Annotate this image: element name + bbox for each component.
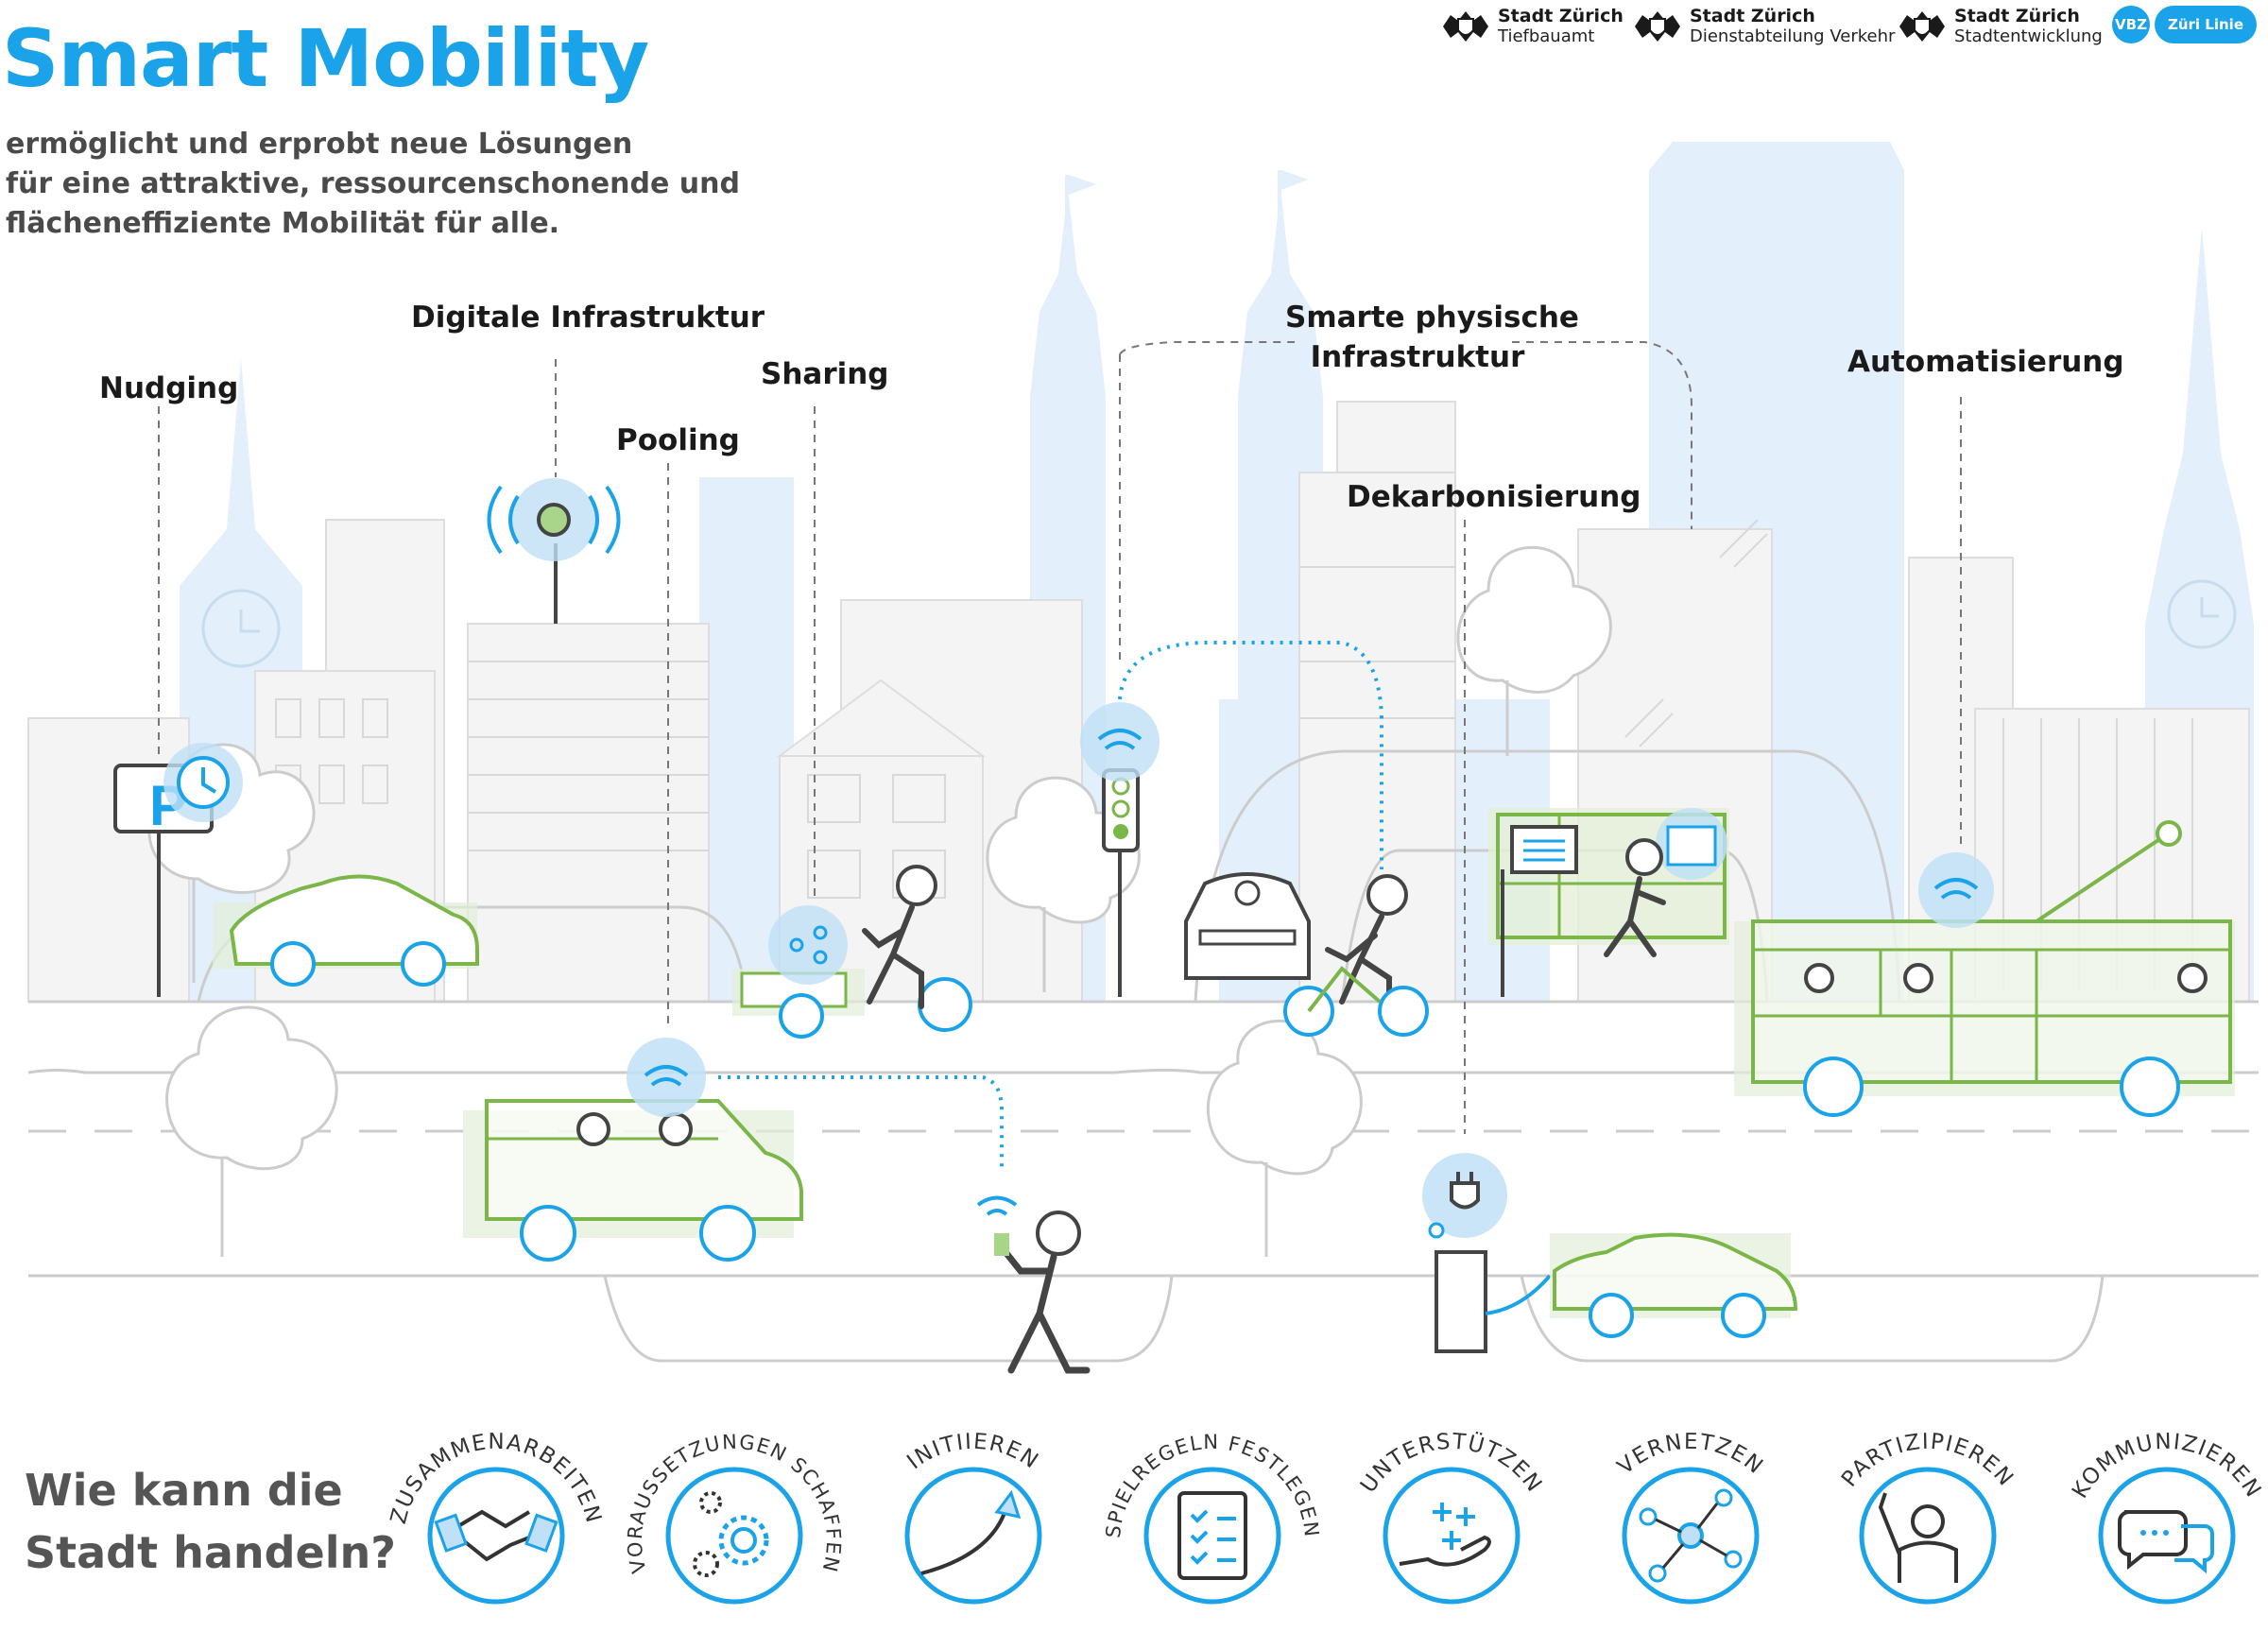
page-title: Smart Mobility bbox=[2, 12, 649, 105]
action-badge: SPIELREGELN FESTLEGEN bbox=[1102, 1431, 1322, 1605]
logo-line2: Stadtentwicklung bbox=[1954, 26, 2103, 46]
speech-bubbles-icon bbox=[2118, 1510, 2214, 1574]
footer-question: Wie kann die Stadt handeln? bbox=[25, 1459, 396, 1584]
logo-line2: Tiefbauamt bbox=[1498, 26, 1595, 46]
action-badge: VORAUSSETZUNGEN SCHAFFEN bbox=[624, 1431, 844, 1605]
zurich-crest-icon bbox=[1635, 11, 1680, 42]
action-unterstützen: UNTERSTÜTZEN bbox=[1338, 1422, 1565, 1649]
logo-line1: Stadt Zürich bbox=[1690, 6, 1815, 26]
action-zusammenarbeiten: ZUSAMMENARBEITEN bbox=[383, 1422, 610, 1649]
footer-line: Wie kann die bbox=[25, 1465, 343, 1516]
pooling-van bbox=[463, 1038, 1004, 1262]
bus-stop bbox=[1488, 808, 1729, 997]
car-front-view bbox=[1184, 872, 1311, 980]
label-smart-physical-infrastructure: Smarte physische Infrastruktur bbox=[1285, 298, 1579, 377]
logo-line1: Stadt Zürich bbox=[1498, 6, 1624, 26]
action-spielregeln-festlegen: SPIELREGELN FESTLEGEN bbox=[1099, 1422, 1326, 1649]
action-badge: INITIIEREN bbox=[902, 1430, 1042, 1605]
helping-hand-icon bbox=[1399, 1503, 1491, 1567]
subtitle-line: für eine attraktive, ressourcenschonende… bbox=[6, 167, 740, 200]
rising-arrow-icon bbox=[920, 1489, 1022, 1575]
subtitle-line: flächeneffiziente Mobilität für alle. bbox=[6, 207, 560, 240]
action-circle bbox=[427, 1467, 565, 1605]
footer-line: Stadt handeln? bbox=[25, 1527, 396, 1578]
zueri-linie-logo: Züri Linie bbox=[2155, 6, 2257, 43]
gears-icon bbox=[693, 1491, 769, 1577]
action-badge: VERNETZEN bbox=[1613, 1430, 1766, 1605]
subtitle-line: ermöglicht und erprobt neue Lösungen bbox=[6, 128, 633, 161]
handshake-icon bbox=[434, 1509, 558, 1562]
page-subtitle: ermöglicht und erprobt neue Lösungen für… bbox=[6, 125, 740, 244]
action-circle bbox=[904, 1467, 1042, 1605]
electric-car bbox=[1550, 1232, 1798, 1338]
antenna-tower bbox=[487, 478, 621, 624]
green-car-parked bbox=[213, 874, 479, 987]
label-line: Smarte physische bbox=[1285, 301, 1579, 335]
label-decarbonisation: Dekarbonisierung bbox=[1347, 480, 1641, 514]
cyclist bbox=[1283, 874, 1429, 1037]
action-kommunizieren: KOMMUNIZIEREN bbox=[2053, 1422, 2268, 1649]
action-badge: KOMMUNIZIEREN bbox=[2068, 1430, 2264, 1605]
label-sharing: Sharing bbox=[761, 357, 889, 391]
clock-faces bbox=[201, 579, 2237, 668]
trees bbox=[147, 545, 1612, 1257]
raised-hand-icon bbox=[1878, 1492, 1958, 1583]
traffic-light bbox=[1080, 641, 1383, 997]
logo-line1: Stadt Zürich bbox=[1954, 6, 2080, 26]
action-badge: ZUSAMMENARBEITEN bbox=[387, 1430, 605, 1605]
automated-bus bbox=[1734, 820, 2235, 1117]
label-line: Infrastruktur bbox=[1310, 340, 1525, 374]
parking-sign: P bbox=[113, 743, 243, 997]
vbz-logo: VBZ bbox=[2112, 6, 2150, 43]
action-voraussetzungen-schaffen: VORAUSSETZUNGEN SCHAFFEN bbox=[621, 1422, 848, 1649]
cargo-bike-sharing bbox=[732, 865, 972, 1039]
action-badge: UNTERSTÜTZEN bbox=[1356, 1430, 1546, 1605]
logo-line2: Dienstabteilung Verkehr bbox=[1690, 26, 1896, 46]
zurich-crest-icon bbox=[1899, 11, 1945, 42]
label-nudging: Nudging bbox=[99, 371, 239, 405]
network-icon bbox=[1639, 1488, 1743, 1583]
label-digital-infrastructure: Digitale Infrastruktur bbox=[411, 301, 765, 335]
action-partizipieren: PARTIZIPIEREN bbox=[1814, 1422, 2041, 1649]
label-automation: Automatisierung bbox=[1847, 345, 2124, 379]
action-vernetzen: VERNETZEN bbox=[1577, 1422, 1804, 1649]
label-pooling: Pooling bbox=[616, 423, 740, 457]
label-leaders bbox=[158, 341, 1962, 1134]
pedestrian-phone bbox=[976, 1195, 1091, 1374]
checklist-icon bbox=[1177, 1491, 1247, 1580]
action-initiieren: INITIIEREN bbox=[860, 1422, 1087, 1649]
zurich-crest-icon bbox=[1443, 11, 1488, 42]
city-mobility-illustration: P bbox=[27, 142, 2259, 1374]
action-badge: PARTIZIPIEREN bbox=[1837, 1430, 2017, 1605]
charging-station bbox=[1422, 1153, 1552, 1353]
